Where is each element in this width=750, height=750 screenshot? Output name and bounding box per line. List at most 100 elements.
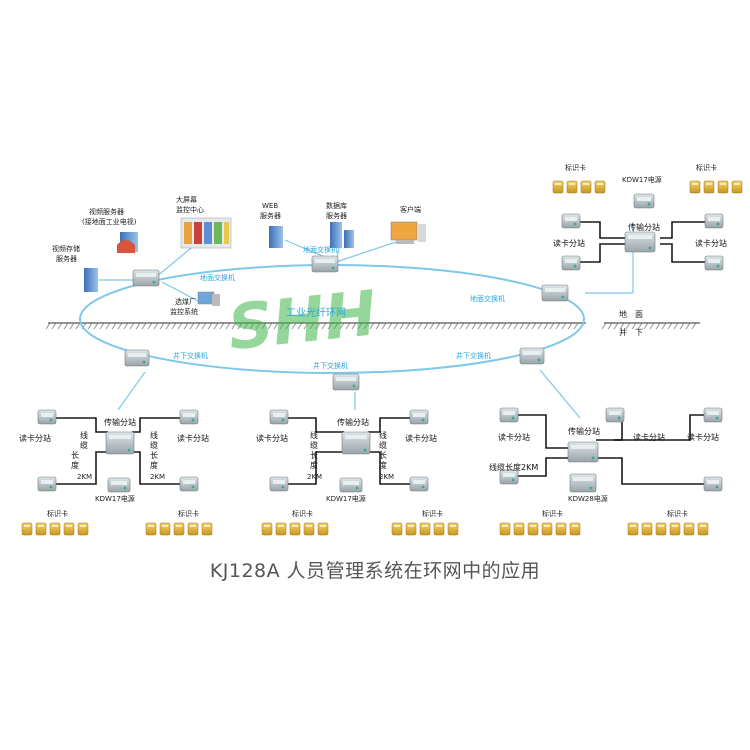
reader-box-c3d: [703, 407, 723, 423]
card-label-tr2: 标识卡: [696, 164, 717, 172]
cable-c2a-3: 长: [310, 451, 318, 460]
reader-label-c3b: 读卡分站: [633, 433, 665, 442]
card-label-c1b: 标识卡: [178, 510, 199, 518]
card-row-tr2: [689, 180, 743, 194]
transmission-label-tr: 传输分站: [628, 223, 660, 232]
transmission-box-c3: [567, 441, 599, 463]
client-label: 客户端: [400, 206, 421, 214]
reader-box-c1c: [179, 409, 199, 425]
reader-label-tr2: 读卡分站: [695, 239, 727, 248]
cable-c1b-2: 缆: [150, 441, 158, 450]
psu28-label-c3: KDW28电源: [568, 495, 608, 503]
psu-box-c1: [107, 477, 131, 493]
cable-c2a-4: 度: [310, 461, 318, 470]
card-label-c2a: 标识卡: [292, 510, 313, 518]
cable-c2b-3: 长: [379, 451, 387, 460]
cable-c1a-1: 线: [80, 431, 88, 440]
reader-box-tr3: [704, 213, 724, 229]
video-server-sub-label: (接地面工业电视): [82, 218, 137, 226]
reader-label-tr1: 读卡分站: [553, 239, 585, 248]
reader-box-c3b: [499, 469, 519, 485]
reader-box-c3e: [703, 476, 723, 492]
video-storage-label: 视频存储: [52, 245, 80, 253]
card-label-c2b: 标识卡: [422, 510, 443, 518]
transmission-label-c3: 传输分站: [568, 427, 600, 436]
ground-switch-box-3: [541, 284, 569, 302]
card-row-c3a: [499, 522, 581, 536]
cable-c2b-2: 缆: [379, 441, 387, 450]
cable-c2b-4: 度: [379, 461, 387, 470]
underground-switch-box-2: [332, 373, 360, 391]
card-label-c1a: 标识卡: [47, 510, 68, 518]
reader-label-c3c: 读卡分站: [687, 433, 719, 442]
ring-label: 工业光纤环网: [286, 308, 346, 319]
card-row-tr1: [552, 180, 606, 194]
psu-box-tr: [633, 193, 655, 209]
reader-box-tr1: [561, 213, 581, 229]
underground-switch-box-1: [124, 349, 150, 367]
card-label-c3b: 标识卡: [667, 510, 688, 518]
cable-c2a-2: 缆: [310, 441, 318, 450]
psu17-label-c1: KDW17电源: [95, 495, 135, 503]
video-storage-sub-label: 服务器: [56, 255, 77, 263]
ground-switch-label-1: 地面交换机: [200, 274, 235, 282]
big-screen-label: 大屏幕: [176, 196, 197, 204]
web-server-label: WEB: [262, 202, 279, 210]
psu-box-c2: [339, 477, 363, 493]
cable-c1b-1: 线: [150, 431, 158, 440]
db-server-label: 数据库: [326, 202, 347, 210]
cable-c1b-3: 长: [150, 451, 158, 460]
underground-label: 井 下: [619, 328, 643, 337]
watermark-logo: SHH: [225, 276, 380, 364]
diagram-caption: KJ128A 人员管理系统在环网中的应用: [209, 560, 541, 582]
reader-box-tr4: [704, 255, 724, 271]
reader-box-c2a: [269, 409, 289, 425]
ground-switch-label-2: 地面交换机: [303, 246, 338, 254]
big-screen-sub-label: 监控中心: [176, 206, 204, 214]
reader-box-c2d: [409, 476, 429, 492]
underground-switch-label-3: 井下交换机: [456, 352, 491, 360]
card-row-c2a: [261, 522, 329, 536]
ground-label: 地 面: [619, 310, 643, 319]
card-row-c3b: [627, 522, 709, 536]
card-label-tr1: 标识卡: [565, 164, 586, 172]
video-server-label: 视频服务器: [89, 208, 124, 216]
reader-box-c1d: [179, 476, 199, 492]
underground-switch-label-1: 井下交换机: [173, 352, 208, 360]
cable-len-c1a: 2KM: [77, 473, 93, 481]
cable-len-c1b: 2KM: [150, 473, 166, 481]
coal-plant-label: 选煤厂: [175, 298, 196, 306]
transmission-box-tr: [624, 231, 656, 253]
underground-switch-label-2: 井下交换机: [313, 362, 348, 370]
underground-switch-box-3: [519, 347, 545, 365]
coal-plant-sub-label: 监控系统: [170, 308, 198, 316]
web-server-sub-label: 服务器: [260, 212, 281, 220]
card-row-c1b: [145, 522, 213, 536]
ground-line: [45, 322, 700, 330]
cable-len-c2b: 2KM: [379, 473, 395, 481]
transmission-box-c2: [341, 431, 371, 455]
psu-box-c3: [569, 473, 597, 493]
transmission-label-c2: 传输分站: [337, 418, 369, 427]
cards-layer: [21, 180, 743, 536]
surface-equipment: [84, 217, 426, 306]
card-row-c2b: [391, 522, 459, 536]
reader-box-c2c: [409, 409, 429, 425]
cable-c2a-1: 线: [310, 431, 318, 440]
cable-c1a-3: 长: [71, 451, 79, 460]
cable-inline-c3: 线缆长度2KM: [489, 463, 539, 472]
reader-label-c2a: 读卡分站: [256, 434, 288, 443]
db-server-sub-label: 服务器: [326, 212, 347, 220]
transmission-box-c1: [105, 431, 135, 455]
ground-switch-label-3: 地面交换机: [470, 295, 505, 303]
card-row-c1a: [21, 522, 89, 536]
reader-label-c3a: 读卡分站: [498, 433, 530, 442]
psu17-label-c2: KDW17电源: [326, 495, 366, 503]
cable-c1a-4: 度: [71, 461, 79, 470]
reader-box-c1b: [37, 476, 57, 492]
reader-box-c2b: [269, 476, 289, 492]
station-wires: [48, 221, 715, 485]
reader-label-c2b: 读卡分站: [405, 434, 437, 443]
cable-c1b-4: 度: [150, 461, 158, 470]
